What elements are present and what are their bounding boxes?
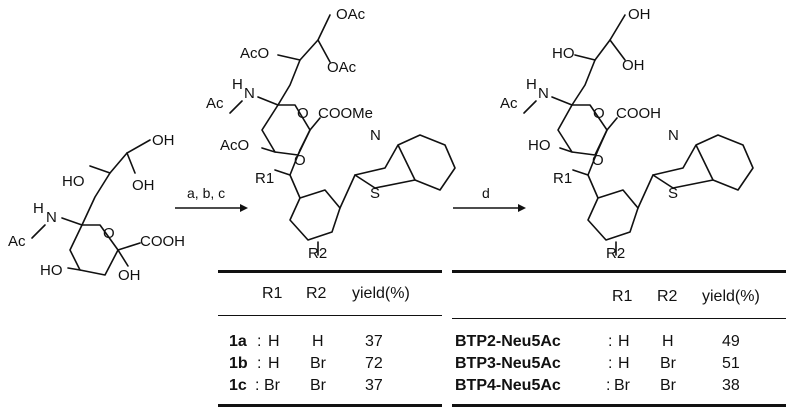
header-r1: R1 [612,288,633,305]
yield-value: 37 [365,333,383,350]
thiazole-nitrogen-label: N [668,127,679,144]
table-header-rule [452,318,786,319]
yield-value: 37 [365,377,383,394]
acetyl-label: Ac [8,233,26,250]
acetyl-label: Ac [500,95,518,112]
thiazole-sulfur-label: S [370,185,380,202]
reaction-arrow-2: d [453,185,526,212]
ring-oxygen-label: O [297,105,309,122]
methyl-ester-label: COOMe [318,105,373,122]
r2-value: Br [660,377,676,394]
table-top-rule [218,270,442,273]
compound-label: 1b [229,355,248,372]
header-yield: yield(%) [702,288,760,305]
hydrogen-label: H [232,76,243,93]
table-header-rule [218,315,442,316]
yield-value: 38 [722,377,740,394]
r1-value: H [268,333,280,350]
ring-oxygen-label: O [593,105,605,122]
yield-value: 72 [365,355,383,372]
ho-label: HO [62,173,85,190]
step1-conditions: a, b, c [187,185,225,201]
header-yield: yield(%) [352,285,410,302]
product: OH HO OH N H Ac O COOH HO O N S R1 R2 [500,6,754,262]
carboxyl-label: COOH [140,233,185,250]
header-r2: R2 [657,288,678,305]
oh-label: OH [152,132,175,149]
table-bottom-rule [218,404,442,407]
r2-value: H [312,333,324,350]
oh-label: OH [622,57,645,74]
thiazole-sulfur-label: S [668,185,678,202]
oac-label: OAc [327,59,357,76]
separator: : [608,333,613,350]
r2-label: R2 [606,245,625,262]
nitrogen-label: N [46,209,57,226]
nitrogen-label: N [244,85,255,102]
ring-oxygen-label: O [103,225,115,242]
header-r2: R2 [306,285,327,302]
r2-value: Br [310,355,326,372]
compound-label: 1c [229,377,247,394]
ho-label: HO [40,262,63,279]
aco-label: AcO [240,45,269,62]
separator: : [257,333,262,350]
ether-oxygen-label: O [592,152,604,169]
table-bottom-rule [452,404,786,407]
header-r1: R1 [262,285,283,302]
oac-label: OAc [336,6,366,23]
r2-value: Br [660,355,676,372]
r1-label: R1 [255,170,274,187]
r2-value: Br [310,377,326,394]
yield-value: 49 [722,333,740,350]
thiazole-nitrogen-label: N [370,127,381,144]
oh-label: OH [118,267,141,284]
r1-value: H [268,355,280,372]
separator: : [255,377,260,394]
compound-label: BTP4-Neu5Ac [455,377,561,394]
hydrogen-label: H [33,200,44,217]
ho-label: HO [552,45,575,62]
r2-value: H [662,333,674,350]
reaction-arrow-1: a, b, c [175,185,248,212]
start-material: OH HO OH N H Ac O COOH HO OH [8,132,185,284]
table-top-rule [452,270,786,273]
intermediate: OAc AcO OAc N H Ac O COOMe AcO O N S R1 … [206,6,456,262]
acetyl-label: Ac [206,95,224,112]
r1-value: H [618,355,630,372]
oh-label: OH [132,177,155,194]
step2-conditions: d [482,185,490,201]
separator: : [608,355,613,372]
nitrogen-label: N [538,85,549,102]
r2-label: R2 [308,245,327,262]
separator: : [257,355,262,372]
r1-value: Br [614,377,630,394]
separator: : [606,377,611,394]
ho-label: HO [528,137,551,154]
compound-label: BTP2-Neu5Ac [455,333,561,350]
compound-label: 1a [229,333,247,350]
r1-label: R1 [553,170,572,187]
carboxyl-label: COOH [616,105,661,122]
r1-value: H [618,333,630,350]
oh-label: OH [628,6,651,23]
compound-label: BTP3-Neu5Ac [455,355,561,372]
yield-value: 51 [722,355,740,372]
r1-value: Br [264,377,280,394]
hydrogen-label: H [526,76,537,93]
ether-oxygen-label: O [294,152,306,169]
aco-label: AcO [220,137,249,154]
